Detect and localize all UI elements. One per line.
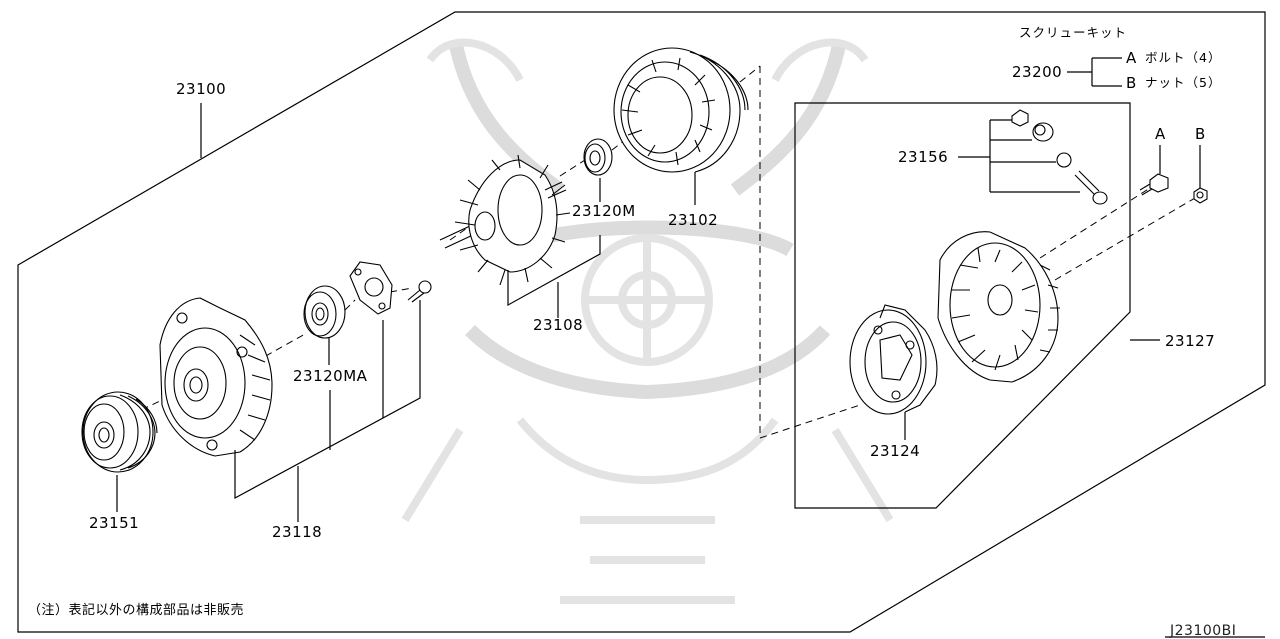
screw-kit-a-text: ボルト（4） [1145,50,1222,65]
bearing-23120m [583,138,613,176]
kit-box-23127 [794,102,1131,509]
screw-kit-title: スクリューキット [1019,25,1128,40]
fastener-b-letter: B [1195,125,1206,143]
label-23102: 23102 [668,211,719,229]
terminal-kit-23156 [1011,109,1108,205]
label-23120ma: 23120MA [293,367,368,385]
bolt-a [1139,173,1169,196]
label-23100: 23100 [176,80,227,98]
label-23118: 23118 [272,523,323,541]
kit-axis-3 [1054,197,1196,281]
nut-b [1193,187,1208,204]
pulley-23151 [81,391,158,473]
label-23156: 23156 [898,148,949,166]
label-23108: 23108 [533,316,584,334]
brush-holder-23124 [849,304,938,415]
retainer-plate [349,261,393,315]
label-23120m: 23120M [572,202,636,220]
assembly-axis [119,65,761,421]
retainer-screw [407,280,432,303]
kit-axis-2 [1039,187,1151,259]
stator-23102 [613,47,749,173]
front-housing [159,297,273,457]
screw-kit-a-letter: A [1126,49,1137,67]
bearing-23120ma [303,285,346,339]
leader-23156 [958,119,1080,193]
screw-kit-b-text: ナット（5） [1145,75,1222,90]
rotor-23108 [439,154,571,286]
assembly-frame [17,11,1266,633]
footnote: （注）表記以外の構成部品は非販売 [28,603,245,618]
leader-23118 [234,300,421,522]
label-23127: 23127 [1165,332,1216,350]
fastener-a-letter: A [1155,125,1166,143]
screw-kit-bracket [1067,57,1122,87]
diagram-code: J23100BI [1170,623,1237,639]
rear-housing-23127 [937,231,1060,383]
leader-23108 [507,235,601,318]
watermark-emblem [401,38,894,604]
screw-kit-b-letter: B [1126,74,1137,92]
kit-axis-1 [759,404,861,439]
label-23151: 23151 [89,514,140,532]
label-23124: 23124 [870,442,921,460]
label-23200: 23200 [1012,63,1063,81]
